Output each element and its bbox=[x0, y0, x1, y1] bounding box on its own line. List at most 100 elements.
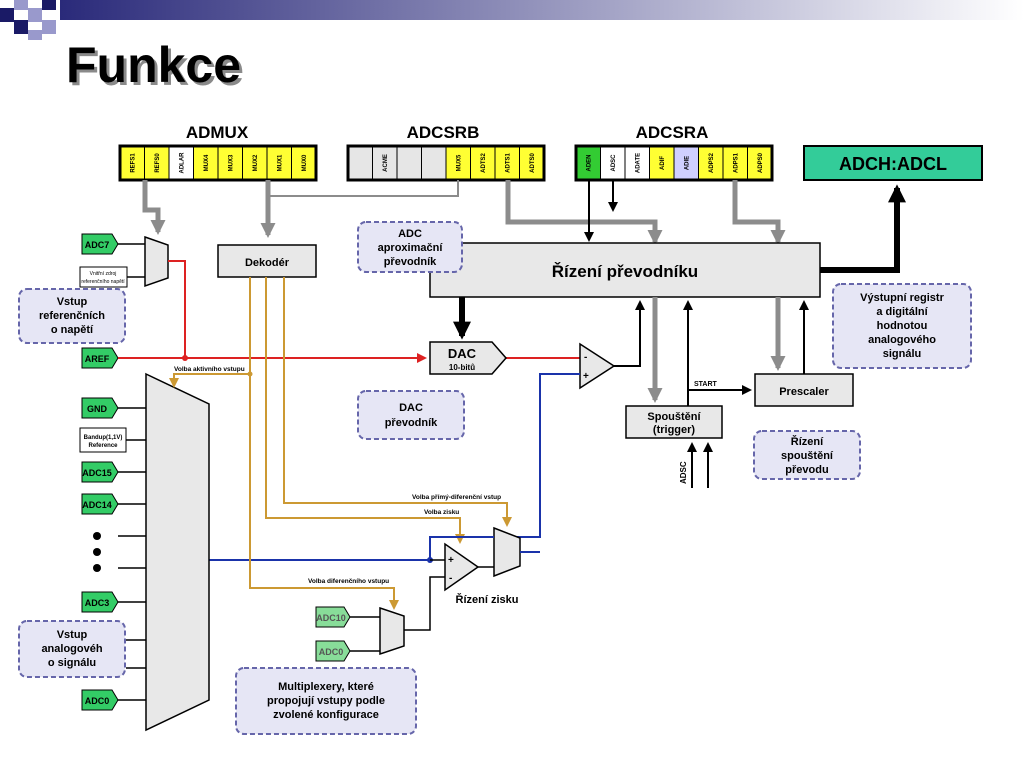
comparator-to-control bbox=[614, 300, 645, 367]
adts-bus bbox=[505, 180, 663, 245]
adc3-label: ADC3 bbox=[85, 598, 110, 608]
volba-zisku-wire bbox=[265, 277, 465, 544]
input-multiplexer bbox=[145, 372, 210, 732]
svg-text:aproximační: aproximační bbox=[378, 242, 444, 254]
aref-input bbox=[81, 347, 119, 369]
volba-primy-label: Volba přímý-diferenční vstup bbox=[412, 494, 501, 501]
adch-adcl-label: ADCH:ADCL bbox=[839, 154, 947, 174]
gnd-label: GND bbox=[87, 404, 108, 414]
internal-ref-box bbox=[79, 266, 128, 288]
internal-ref-label-1: Vnitřní zdroj bbox=[90, 271, 117, 277]
register-bit-label: ACME bbox=[383, 154, 389, 172]
bandgap-label-1: Bandup(1,1V) bbox=[84, 435, 123, 441]
register-bit-cell bbox=[396, 145, 422, 181]
diff-adc10-input bbox=[315, 606, 351, 628]
register-bit-label: ADPS0 bbox=[758, 152, 764, 173]
register-bit-cell bbox=[673, 145, 699, 181]
adc0-input bbox=[81, 689, 119, 711]
volba-diferencniho-label: Volba diferenčního vstupu bbox=[308, 578, 389, 585]
register-bit-label: ADIF bbox=[660, 156, 666, 170]
svg-text:o napětí: o napětí bbox=[51, 324, 94, 336]
adc14-input bbox=[81, 493, 119, 515]
register-bit-cell bbox=[347, 145, 373, 181]
register-bit-label: MUX3 bbox=[228, 154, 234, 171]
page-title: Funkce bbox=[66, 37, 242, 93]
callout-vystupni-registr: Výstupní registr a digitální hodnotou an… bbox=[832, 283, 972, 369]
adcsrb-frame bbox=[346, 144, 546, 182]
register-bit-label: MUX1 bbox=[277, 154, 283, 171]
diff-adc0-input bbox=[315, 640, 351, 662]
ellipsis-dot bbox=[93, 564, 101, 572]
dekoder-label: Dekodér bbox=[245, 257, 290, 269]
callout-rizeni-spousteni: Řízení spouštění převodu bbox=[753, 430, 861, 480]
volba-aktivniho-wire bbox=[169, 277, 251, 388]
register-bit-label: ADTS2 bbox=[481, 153, 487, 173]
svg-text:spouštění: spouštění bbox=[781, 450, 834, 462]
admux-frame bbox=[118, 144, 318, 182]
rizeni-prevodniku-block bbox=[429, 242, 821, 298]
gnd-input bbox=[81, 397, 119, 419]
refs-bus bbox=[142, 180, 166, 235]
adcsra-frame bbox=[574, 144, 774, 182]
register-bit-label: MUX2 bbox=[253, 154, 259, 171]
aref-label: AREF bbox=[85, 354, 110, 364]
svg-text:a digitální: a digitální bbox=[876, 306, 928, 318]
svg-text:Řízení: Řízení bbox=[791, 435, 824, 448]
adc15-label: ADC15 bbox=[82, 468, 112, 478]
adc7-input bbox=[81, 233, 119, 255]
comparator-plus: + bbox=[583, 371, 589, 382]
callout-dac-prevodnik: DAC převodník bbox=[357, 390, 465, 440]
gain-in-minus bbox=[404, 576, 445, 631]
register-bit-label: MUX4 bbox=[204, 154, 210, 171]
dac-bits-label: 10-bitů bbox=[449, 363, 475, 372]
register-bit-label: ADTS0 bbox=[530, 153, 536, 173]
register-bit-label: REFS0 bbox=[155, 153, 161, 173]
adsc-signal-label: ADSC bbox=[679, 461, 688, 484]
callout-vstup-referencnich: Vstup referenčních o napětí bbox=[18, 288, 126, 344]
volba-aktivniho-label: Volba aktivního vstupu bbox=[174, 366, 245, 373]
svg-text:o signálu: o signálu bbox=[48, 657, 96, 669]
svg-text:převodník: převodník bbox=[385, 417, 438, 429]
register-bit-cell bbox=[747, 145, 773, 181]
bandgap-label-2: Reference bbox=[88, 443, 118, 449]
spousteni-label-1: Spouštění bbox=[647, 411, 701, 423]
svg-text:převodník: převodník bbox=[384, 256, 437, 268]
adps-bus bbox=[732, 180, 786, 245]
svg-text:hodnotou: hodnotou bbox=[877, 320, 928, 332]
ref-wire bbox=[168, 260, 186, 358]
comparator bbox=[579, 342, 616, 390]
callout-vstup-analogoveho: Vstup analogovéh o signálu bbox=[18, 620, 126, 678]
svg-text:převodu: převodu bbox=[785, 464, 828, 476]
register-bit-label: MUX5 bbox=[456, 154, 462, 171]
register-bit-label: ADATE bbox=[635, 153, 641, 173]
spousteni-block bbox=[625, 405, 723, 439]
adc15-input bbox=[81, 461, 119, 483]
direct-differential-mux bbox=[493, 526, 521, 578]
ellipsis-dot bbox=[93, 532, 101, 540]
svg-text:analogovéh: analogovéh bbox=[41, 643, 102, 655]
svg-text:referenčních: referenčních bbox=[39, 310, 105, 322]
prescaler-label: Prescaler bbox=[779, 386, 829, 398]
register-bit-label: ADLAR bbox=[179, 152, 185, 174]
register-bit-label: ADPS1 bbox=[733, 152, 739, 173]
adch-adcl-register bbox=[803, 145, 983, 181]
svg-text:ADC: ADC bbox=[398, 228, 422, 240]
register-bit-label: MUX0 bbox=[302, 154, 308, 171]
prescaler-block bbox=[754, 373, 854, 407]
adc7-label: ADC7 bbox=[85, 240, 110, 250]
comparator-minus: - bbox=[584, 352, 587, 363]
register-bit-label: ADTS1 bbox=[505, 153, 511, 173]
admux-label: ADMUX bbox=[186, 123, 249, 142]
svg-text:propojují vstupy podle: propojují vstupy podle bbox=[267, 695, 385, 707]
callout-multiplexery: Multiplexery, které propojují vstupy pod… bbox=[235, 667, 417, 735]
register-bit-cell bbox=[519, 145, 545, 181]
reference-mux bbox=[144, 235, 169, 288]
register-bit-cell bbox=[649, 145, 675, 181]
adcsrb-label: ADCSRB bbox=[407, 123, 480, 142]
register-bit-cell bbox=[722, 145, 748, 181]
gain-plus: + bbox=[448, 555, 454, 566]
adc14-label: ADC14 bbox=[82, 500, 112, 510]
gain-amplifier bbox=[444, 542, 480, 592]
